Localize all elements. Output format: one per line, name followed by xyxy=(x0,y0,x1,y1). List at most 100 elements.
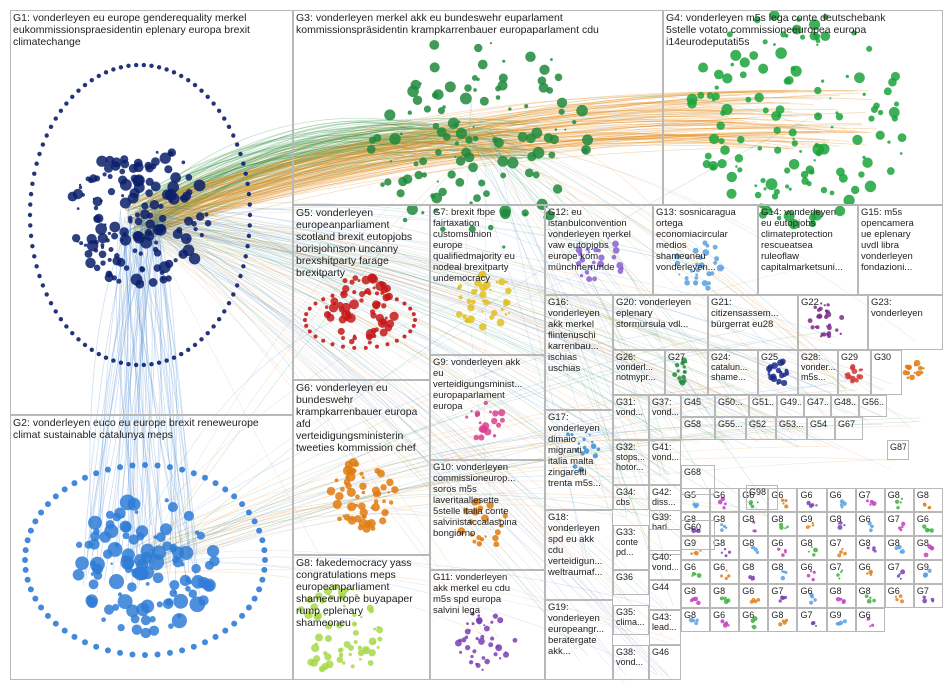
node-655 xyxy=(820,79,825,83)
node-1145 xyxy=(777,359,784,367)
small-group-label: G7 xyxy=(829,538,842,548)
edge-76 xyxy=(149,156,522,233)
node-776 xyxy=(304,312,309,317)
node-337 xyxy=(140,543,155,558)
node-508 xyxy=(502,59,506,63)
node-1004 xyxy=(471,499,478,506)
node-517 xyxy=(531,127,543,139)
node-859 xyxy=(488,302,491,305)
edge-310 xyxy=(136,211,797,441)
group-box-g10: G10: vonderleyen commissioneurop... soro… xyxy=(430,460,545,570)
small-group-label: G6 xyxy=(858,562,871,572)
node-103 xyxy=(159,275,168,284)
edge-68 xyxy=(148,141,411,208)
node-614 xyxy=(887,140,891,144)
node-395 xyxy=(38,604,45,611)
node-548 xyxy=(432,122,440,130)
node-875 xyxy=(458,284,463,289)
node-725 xyxy=(337,327,345,335)
node-576 xyxy=(830,125,834,129)
node-644 xyxy=(815,38,821,44)
node-1244 xyxy=(922,502,927,507)
node-1349 xyxy=(899,577,902,580)
node-184 xyxy=(126,361,131,367)
small-group-cell: G8 xyxy=(826,584,856,608)
node-1087 xyxy=(721,266,725,270)
node-109 xyxy=(185,173,193,181)
small-group-cell: G6 xyxy=(739,584,769,608)
small-group-label: G7 xyxy=(916,586,929,596)
edge-282 xyxy=(140,480,580,574)
small-group-label: G8 xyxy=(829,514,842,524)
edge-305 xyxy=(150,330,745,575)
node-35 xyxy=(154,240,159,245)
group-box-g67: G67 xyxy=(835,417,863,440)
node-1327 xyxy=(748,575,753,580)
edge-379 xyxy=(135,224,824,446)
node-1301 xyxy=(813,547,818,553)
node-872 xyxy=(495,280,499,284)
edge-110 xyxy=(143,141,746,230)
group-label-g41: G41: vond... xyxy=(652,442,678,462)
node-1153 xyxy=(906,376,910,380)
group-box-g98: G98 xyxy=(746,485,778,510)
edge-223 xyxy=(119,211,157,583)
node-1121 xyxy=(824,314,829,320)
node-203 xyxy=(28,233,34,239)
node-1098 xyxy=(674,253,681,260)
node-1113 xyxy=(820,302,823,305)
node-159 xyxy=(135,279,145,289)
node-466 xyxy=(564,128,567,131)
edge-174 xyxy=(136,132,821,237)
node-791 xyxy=(379,517,387,525)
node-1042 xyxy=(475,616,483,624)
node-1381 xyxy=(866,598,872,604)
node-185 xyxy=(118,360,124,365)
node-835 xyxy=(361,476,365,480)
node-1337 xyxy=(806,573,811,578)
group-label-g68: G68 xyxy=(684,467,702,477)
node-1404 xyxy=(781,619,785,623)
edge-419 xyxy=(125,232,666,438)
node-974 xyxy=(480,425,488,433)
node-325 xyxy=(135,525,149,538)
node-739 xyxy=(372,334,377,339)
node-636 xyxy=(862,92,866,96)
node-1307 xyxy=(873,549,877,553)
node-1190 xyxy=(677,376,682,381)
edge-412 xyxy=(134,310,360,548)
node-1180 xyxy=(674,363,680,368)
node-250 xyxy=(140,615,151,626)
node-24 xyxy=(93,205,99,211)
group-label-g10: G10: vonderleyen commissioneurop... soro… xyxy=(433,462,517,539)
small-group-cell: G5 xyxy=(681,488,711,512)
node-940 xyxy=(313,612,322,621)
node-96 xyxy=(181,160,186,165)
edge-245 xyxy=(127,213,692,425)
node-765 xyxy=(385,342,390,347)
node-1281 xyxy=(929,528,934,533)
node-1341 xyxy=(839,571,842,574)
node-1267 xyxy=(843,524,846,527)
node-604 xyxy=(708,133,720,145)
node-658 xyxy=(809,31,819,41)
edge-81 xyxy=(140,134,483,231)
node-811 xyxy=(354,503,359,508)
edge-24 xyxy=(151,154,559,235)
group-box-g31: G31: vond... xyxy=(613,395,649,440)
node-167 xyxy=(234,283,240,288)
node-1192 xyxy=(680,360,685,366)
group-label-g15: G15: m5s opencamera ue eplenary uvdl lib… xyxy=(861,207,914,273)
group-label-g24: G24: catalun... shame... xyxy=(711,352,748,382)
group-label-g12: G12: eu istanbulconvention vonderleyen m… xyxy=(548,207,631,273)
node-674 xyxy=(829,190,835,196)
node-645 xyxy=(862,155,866,160)
node-130 xyxy=(140,209,150,220)
node-126 xyxy=(114,253,120,259)
node-1417 xyxy=(867,616,871,621)
node-390 xyxy=(82,639,88,646)
node-669 xyxy=(735,165,738,168)
node-422 xyxy=(222,486,229,493)
edge-408 xyxy=(152,213,664,678)
node-830 xyxy=(335,492,344,501)
